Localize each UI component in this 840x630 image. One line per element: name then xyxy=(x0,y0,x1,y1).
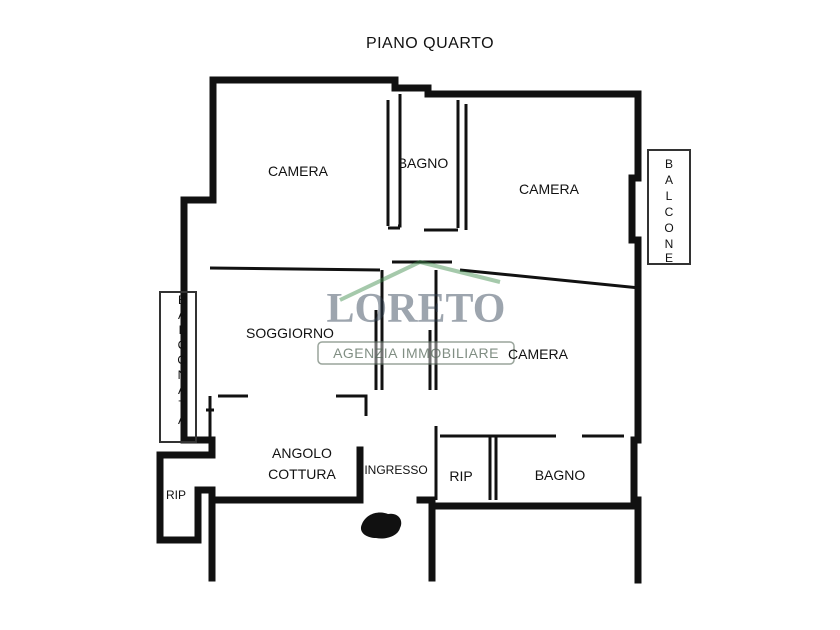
room-label-camera: CAMERA xyxy=(519,181,580,197)
page-title: PIANO QUARTO xyxy=(366,35,494,52)
balcone-letter: L xyxy=(666,189,673,203)
room-label-soggiorno: SOGGIORNO xyxy=(246,325,334,341)
room-label-bagno: BAGNO xyxy=(398,155,449,171)
balconata-letter: L xyxy=(179,323,186,337)
balcone-right: B A L C O N E xyxy=(647,149,691,265)
balcone-letter: O xyxy=(664,221,673,235)
watermark-logo: LORETO AGENZIA IMMOBILIARE xyxy=(317,259,515,365)
room-label-ingresso: INGRESSO xyxy=(364,463,427,477)
watermark-subtitle: AGENZIA IMMOBILIARE xyxy=(333,345,499,361)
balconata-letter: O xyxy=(177,353,186,367)
outer-walls xyxy=(156,76,642,584)
interior-walls xyxy=(206,94,641,500)
balconata-letter: N xyxy=(178,368,187,382)
watermark-brand: LORETO xyxy=(327,286,506,332)
room-label-camera: CAMERA xyxy=(508,346,569,362)
balcone-letter: A xyxy=(665,173,673,187)
room-label-rip: RIP xyxy=(166,488,186,502)
balconata-letter: A xyxy=(178,308,186,322)
balconata-letter: A xyxy=(178,413,186,427)
room-label-rip: RIP xyxy=(449,468,472,484)
room-label-bagno: BAGNO xyxy=(535,467,586,483)
room-label-angolo: ANGOLO xyxy=(272,445,332,461)
balconata-letter: A xyxy=(178,383,186,397)
balcone-letter: E xyxy=(665,251,673,265)
balconata-letter: T xyxy=(178,398,186,412)
roof-icon xyxy=(339,259,501,302)
balcone-letter: B xyxy=(665,157,673,171)
room-label-cottura: COTTURA xyxy=(268,466,336,482)
balcone-letter: C xyxy=(665,205,674,219)
balconata-letter: B xyxy=(178,293,186,307)
room-label-camera: CAMERA xyxy=(268,163,329,179)
entrance-mark-icon xyxy=(360,512,402,539)
balcone-letter: N xyxy=(665,237,674,251)
balconata-left: B A L C O N A T A xyxy=(159,291,197,443)
balconata-letter: C xyxy=(178,338,187,352)
